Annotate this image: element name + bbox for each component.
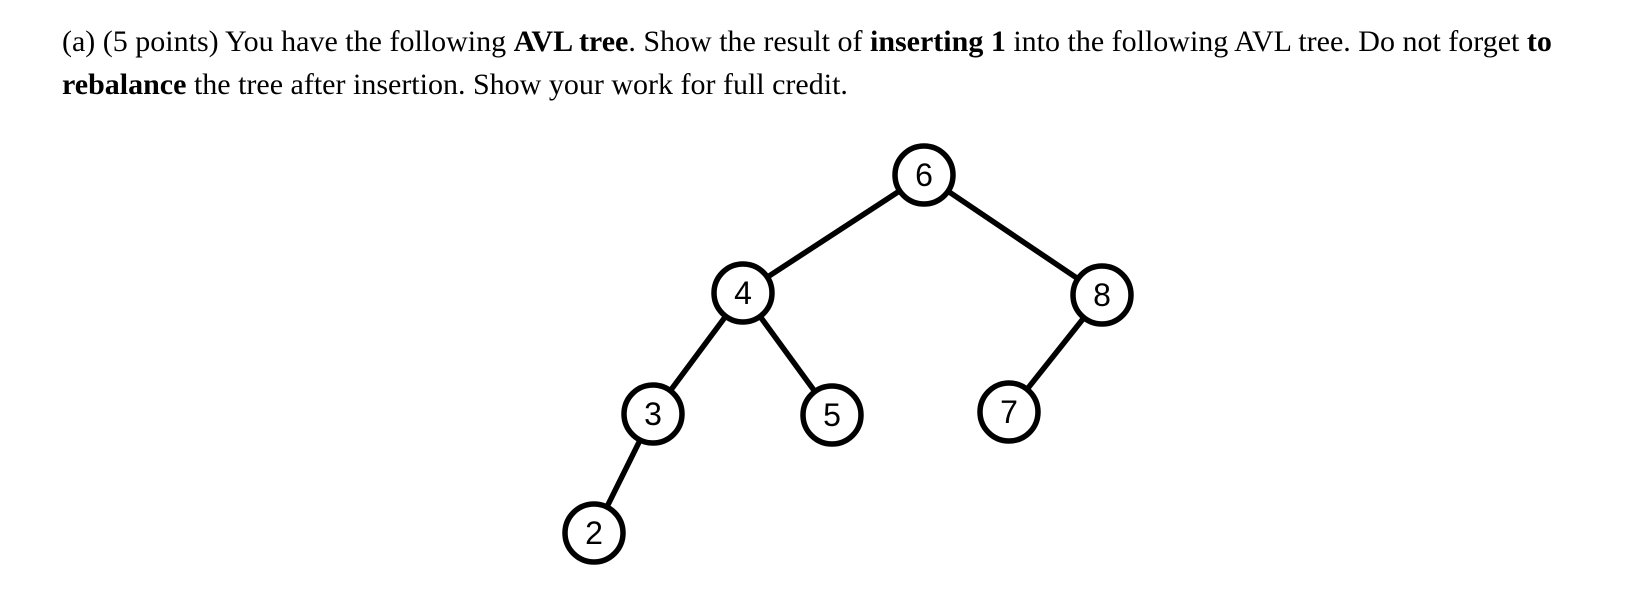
question-segment: (a) (5 points) You have the following [62,25,514,58]
tree-node-4: 4 [711,261,775,325]
question-segment: . Show the result of [628,25,870,58]
node-circle [892,143,956,207]
question-segment-bold: to rebalance [62,25,1552,101]
node-label: 3 [644,396,662,432]
node-circle [711,261,775,325]
tree-edge-6-8 [921,172,1105,298]
node-label: 4 [734,275,752,311]
tree-node-8: 8 [1070,263,1134,327]
question-segment: the tree after insertion. Show your work… [186,68,848,101]
node-circle [800,383,864,447]
node-circle [562,501,626,565]
node-label: 8 [1093,277,1111,313]
tree-node-3: 3 [621,382,685,446]
question-text: (a) (5 points) You have the following AV… [62,20,1582,106]
node-circle [621,382,685,446]
question-segment-bold: inserting 1 [869,25,1006,58]
tree-node-6: 6 [892,143,956,207]
node-label: 7 [1000,394,1018,430]
tree-node-2: 2 [562,501,626,565]
tree-node-5: 5 [800,383,864,447]
tree-edge-6-4 [740,172,927,296]
tree-edges [591,172,1105,536]
tree-node-7: 7 [977,380,1041,444]
question-segment: into the following AVL tree. Do not forg… [1005,25,1527,58]
node-circle [977,380,1041,444]
node-label: 5 [823,397,841,433]
node-label: 6 [915,157,933,193]
node-circle [1070,263,1134,327]
node-label: 2 [585,515,603,551]
question-segment-bold: AVL tree [513,25,629,58]
